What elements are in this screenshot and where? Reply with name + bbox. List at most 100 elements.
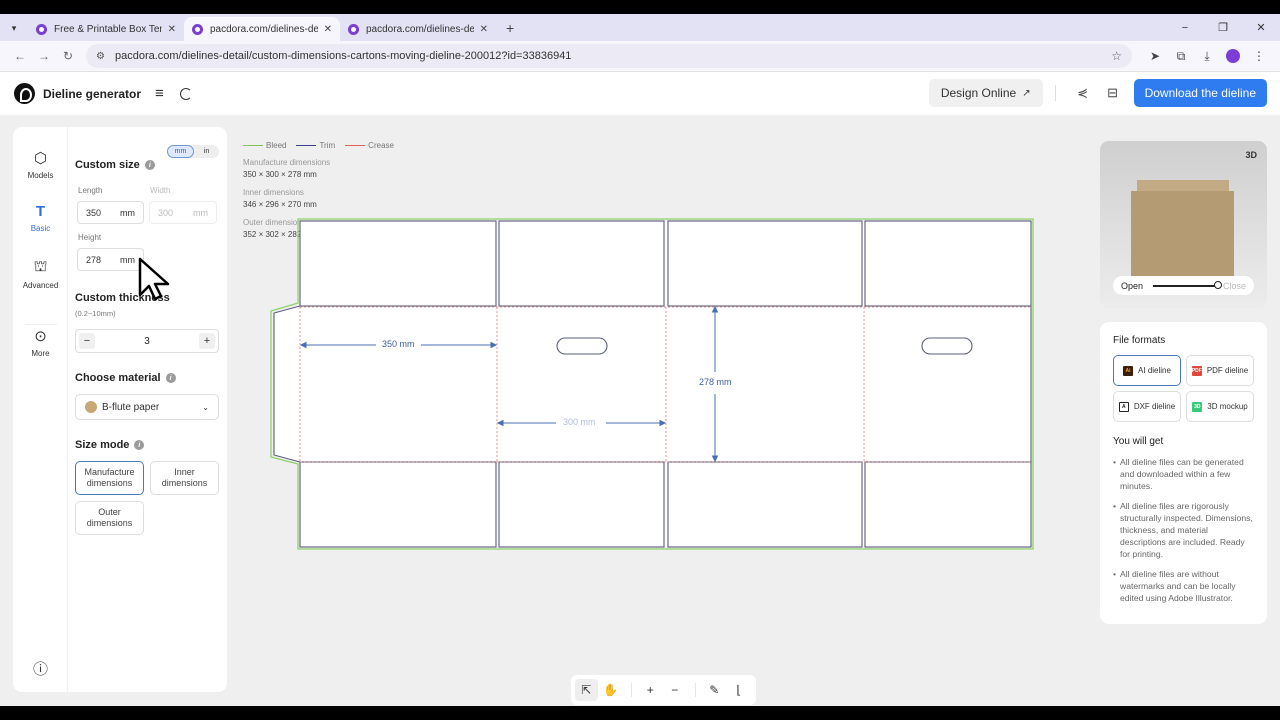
mockup-icon: 3D [1192,401,1203,412]
thickness-range: (0.2~10mm) [75,309,116,318]
app-title: Dieline generator [43,86,142,101]
length-unit: mm [120,207,135,218]
rail-item-more[interactable]: ⊙ More [13,327,68,358]
new-tab-plus-icon[interactable]: + [506,20,515,36]
download-icon[interactable]: ⤓ [1204,48,1210,63]
custom-size-label: Custom size [75,159,140,171]
archive-box-icon[interactable]: ⊟ [1107,85,1119,100]
pacdora-logo-icon[interactable] [14,83,35,104]
kebab-menu-icon[interactable]: ⋮ [1253,49,1265,63]
advanced-icon: ⛫ [33,258,48,275]
format-label: 3D mockup [1207,402,1248,411]
material-select[interactable]: B-flute paper ⌄ [75,394,219,420]
height-label: Height [78,233,102,242]
3d-mockup-option[interactable]: 3D 3D mockup [1186,391,1254,422]
rail-label: Advanced [22,281,59,290]
ruler-measure-icon[interactable]: ⌊ [736,683,742,697]
side-rail: ⬡ Models T Basic ⛫ Advanced ⊙ More ⓘ [13,127,68,692]
custom-size-heading: Custom size i [75,159,155,171]
dims-value: 352 × 302 × 282 mm [243,230,317,239]
restore-icon[interactable]: ❐ [1218,22,1228,34]
browser-tab[interactable]: Free & Printable Box Templat ✕ [28,17,184,41]
canvas-toolbar: ⇱ ✋ + − ✎ ⌊ [571,675,756,705]
dxf-dieline-option[interactable]: A DXF dieline [1113,391,1181,422]
window-controls: − ❐ ✕ [1166,14,1280,41]
increment-button[interactable]: + [199,333,215,349]
left-panel: ⬡ Models T Basic ⛫ Advanced ⊙ More ⓘ Cus [13,127,227,692]
browser-tab-active[interactable]: pacdora.com/dielines-detail/ ✕ [184,17,340,41]
length-value: 350 [86,207,102,218]
decrement-button[interactable]: − [79,333,95,349]
pdf-dieline-option[interactable]: PDF PDF dieline [1186,355,1254,386]
material-value: B-flute paper [102,401,160,413]
file-formats-title: File formats [1113,335,1166,346]
close-tab-icon[interactable]: ✕ [479,23,488,35]
thickness-value[interactable]: 3 [144,335,150,347]
loading-spinner-icon [179,87,192,100]
inner-dimensions-button[interactable]: Inner dimensions [150,461,219,495]
size-mode-heading: Size mode i [75,439,145,451]
url-input[interactable]: ⚙ pacdora.com/dielines-detail/custom-dim… [86,44,1132,68]
unit-in-option[interactable]: in [203,148,210,155]
browser-tab[interactable]: pacdora.com/dielines-detail/ ✕ [340,17,496,41]
tab-search-chevron-icon[interactable]: ▾ [11,22,17,33]
rail-divider [25,324,57,325]
material-heading: Choose material i [75,372,176,384]
close-tab-icon[interactable]: ✕ [167,23,176,35]
unit-mm-option[interactable]: mm [167,145,194,158]
profile-avatar-icon[interactable] [1226,49,1240,63]
length-input[interactable]: 350 mm [77,201,144,224]
select-pointer-icon[interactable]: ⇱ [575,679,598,701]
dims-value: 346 × 296 × 270 mm [243,200,317,209]
app-header: Dieline generator ≡ Design Online ↗ ⋞ ⊟ … [0,72,1280,115]
share-icon[interactable]: ⋞ [1077,85,1089,100]
bookmark-star-icon[interactable]: ☆ [1111,49,1122,63]
slider-track[interactable] [1153,280,1222,289]
open-close-slider[interactable]: Open Close [1113,276,1254,295]
info-icon[interactable]: i [165,373,176,383]
info-icon[interactable]: i [134,440,145,450]
manufacture-dimensions-button[interactable]: Manufacture dimensions [75,461,144,495]
hamburger-menu-icon[interactable]: ≡ [155,85,164,102]
height-unit: mm [120,254,135,265]
3d-preview[interactable]: 3D Open Close [1100,141,1267,308]
pdf-icon: PDF [1191,365,1202,376]
close-window-icon[interactable]: ✕ [1256,22,1266,34]
ai-dieline-option[interactable]: Ai AI dieline [1113,355,1181,386]
width-input[interactable]: 300 mm [149,201,217,224]
reload-icon[interactable]: ↻ [62,49,74,63]
dims-label: Inner dimensions [243,188,304,197]
zoom-out-icon[interactable]: − [671,683,679,697]
rail-item-basic[interactable]: T Basic [13,203,68,233]
design-online-button[interactable]: Design Online ↗ [928,79,1043,107]
slider-knob[interactable] [1213,280,1222,289]
outer-dimensions-button[interactable]: Outer dimensions [75,501,144,535]
rail-item-advanced[interactable]: ⛫ Advanced [13,258,68,290]
info-icon[interactable]: i [144,160,155,170]
address-bar-row: ← → ↻ ⚙ pacdora.com/dielines-detail/cust… [0,41,1280,72]
close-tab-icon[interactable]: ✕ [323,23,332,35]
dieline-canvas[interactable] [0,14,1280,706]
url-text: pacdora.com/dielines-detail/custom-dimen… [114,50,572,62]
minimize-icon[interactable]: − [1181,21,1189,34]
legend-label: Trim [319,141,336,150]
rail-item-models[interactable]: ⬡ Models [13,149,68,180]
cursor-extension-icon[interactable]: ➤ [1149,49,1161,63]
legend-label: Crease [368,141,394,150]
3d-rotate-icon[interactable]: 3D [1245,150,1257,160]
height-input[interactable]: 278 mm [77,248,144,271]
site-settings-icon[interactable]: ⚙ [96,50,105,62]
back-arrow-icon[interactable]: ← [14,49,26,63]
puzzle-extensions-icon[interactable]: ⧉ [1176,48,1186,63]
hand-pan-icon[interactable]: ✋ [603,683,619,697]
header-actions: Design Online ↗ ⋞ ⊟ Download the dieline [928,79,1267,107]
forward-arrow-icon[interactable]: → [38,49,50,63]
pen-draw-icon[interactable]: ✎ [709,683,720,697]
format-label: PDF dieline [1206,366,1249,375]
download-dieline-button[interactable]: Download the dieline [1133,79,1267,107]
you-will-get-title: You will get [1113,436,1164,447]
zoom-in-icon[interactable]: + [646,683,654,697]
benefit-item: All dieline files are without watermarks… [1113,568,1254,604]
legend-label: Bleed [266,141,287,150]
feedback-button[interactable]: ⓘ [13,658,68,683]
